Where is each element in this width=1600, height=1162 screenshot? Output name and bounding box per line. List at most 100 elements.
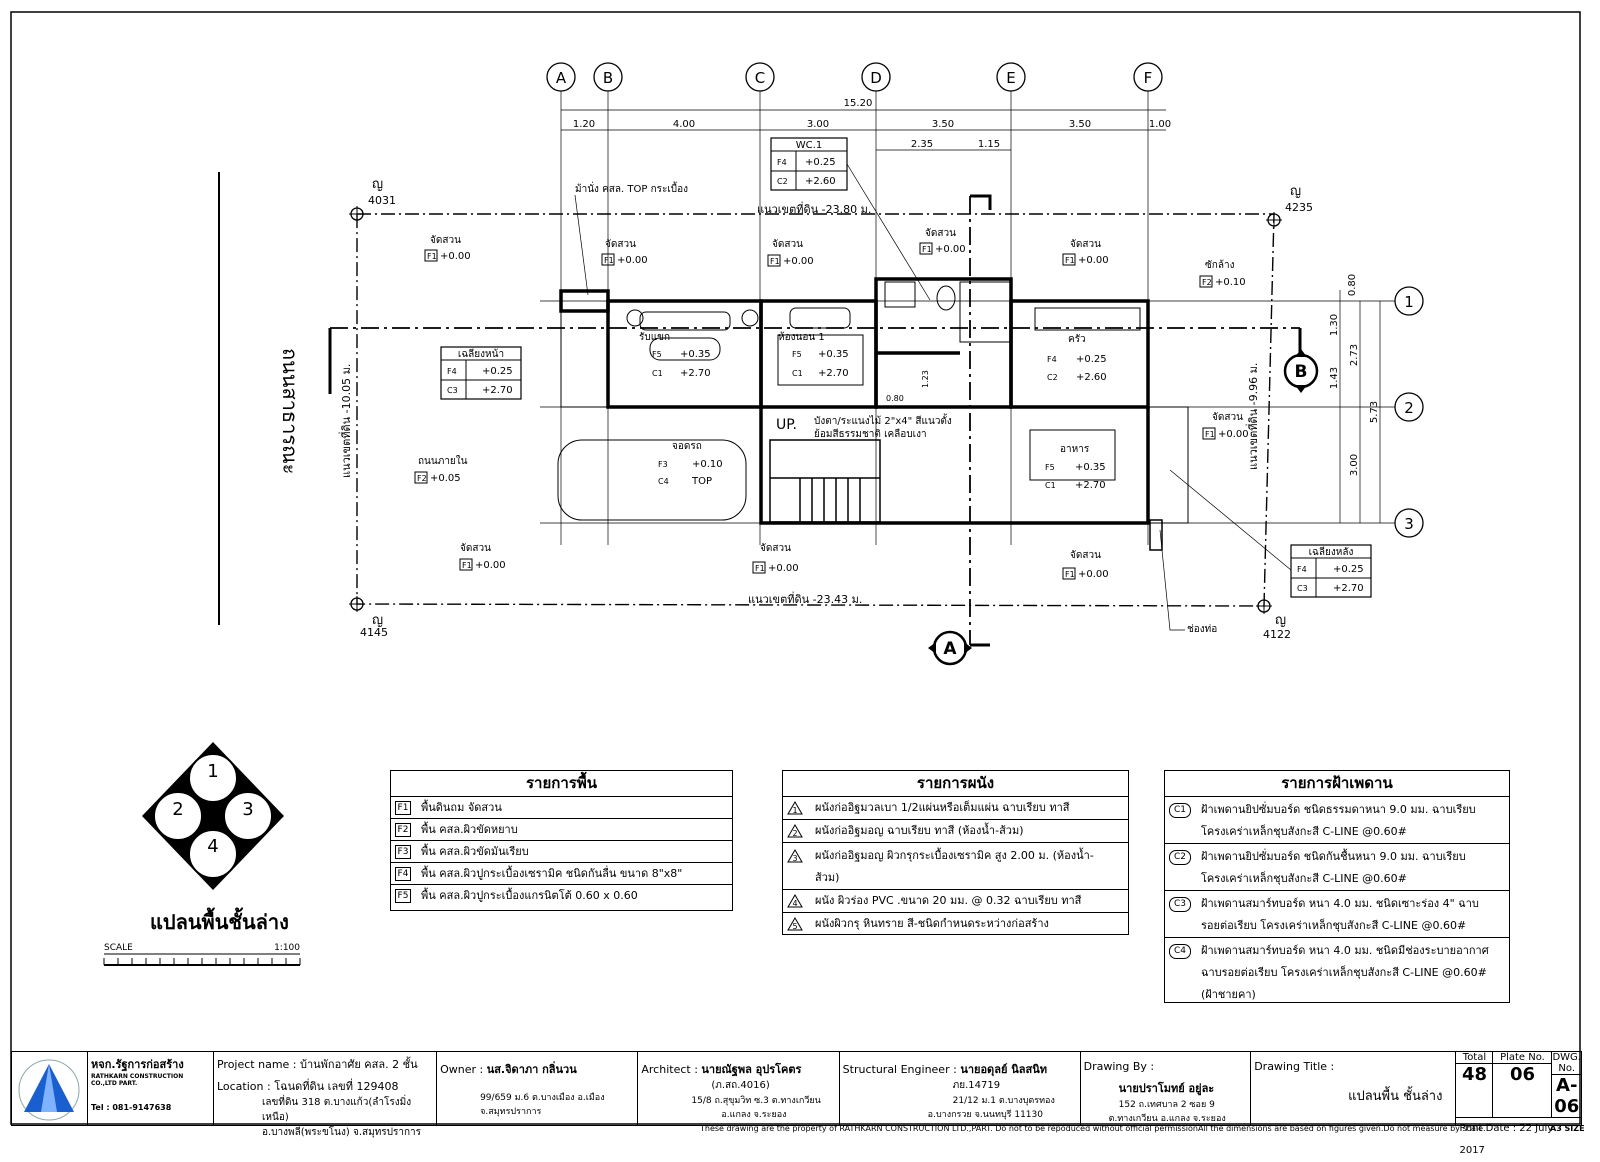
sofa-living (639, 311, 731, 331)
table-living (649, 337, 721, 361)
garden-v-6: +0.00 (475, 560, 506, 571)
floor-code: F4 (395, 866, 411, 881)
wall-schedule-row: 2 ผนังก่ออิฐมอญ ฉาบเรียบ ทาสี (ห้องน้ำ-ส้… (783, 820, 1128, 843)
owner-address-2: จ.สมุทรปราการ (480, 1107, 542, 1117)
kitchen-counter (1034, 307, 1141, 331)
dim-row-143: 1.43 (1329, 367, 1340, 389)
laundry-label: ซักล้าง (1205, 259, 1235, 271)
grid-column-lines (560, 91, 1149, 545)
front-terrace-f: F4 (447, 367, 457, 376)
drive-f: F2 (417, 474, 427, 483)
louver-note-1: บังตา/ระแนงไม้ 2"x4" สีแนวตั้ง (814, 413, 952, 427)
floor-code: F3 (395, 844, 411, 859)
legend-num-4: 4 (207, 836, 218, 857)
wall-code: 5 (792, 922, 797, 931)
marker-3-num: 4145 (360, 626, 388, 639)
floor-desc: พื้น คสล.ผิวขัดหยาบ (421, 822, 518, 836)
struct-license: ภย.14719 (952, 1080, 1001, 1091)
wall-type-icon: 4 (787, 894, 803, 908)
marker-1-num: 4031 (368, 194, 396, 207)
marker-2-num: 4235 (1285, 201, 1313, 214)
garden-f-5: F1 (1065, 256, 1075, 265)
project-label: Project name : (216, 1058, 297, 1071)
drawn-by-info: Drawing By : นายปราโมทย์ อยู่ละ 152 ถ.เท… (1081, 1052, 1252, 1125)
parking-fv: +0.10 (692, 459, 723, 470)
road-label: ถนนสาธารณะ (278, 348, 302, 474)
dining-table (1029, 429, 1116, 481)
bedroom-fv: +0.35 (818, 349, 849, 360)
boundary-right: แนวเขตที่ดิน -9.96 ม. (1245, 363, 1260, 470)
kitchen-f: F4 (1047, 355, 1057, 364)
dim-ab: 1.20 (573, 119, 595, 130)
sheet-numbers: Total 48 Plate No. 06 DWG. No. A-06 Prin… (1456, 1052, 1581, 1156)
duct-label: ช่องท่อ (1187, 624, 1217, 635)
wall-desc: ผนังก่ออิฐมอญ ฉาบเรียบ ทาสี (ห้องน้ำ-ส้ว… (815, 824, 1024, 837)
furniture (557, 281, 1141, 521)
garden-v-5: +0.00 (1078, 255, 1109, 266)
dim-row-080: 0.80 (1347, 274, 1358, 296)
front-terrace-tag: เฉลียงหน้า F4 +0.25 C3 +2.70 (440, 346, 522, 400)
section-b-label: B (1295, 362, 1308, 382)
wall-type-icon: 5 (787, 917, 803, 931)
ceiling-code: C2 (1169, 850, 1191, 865)
kitchen-fv: +0.25 (1076, 354, 1107, 365)
dim-ef: 3.50 (1069, 119, 1091, 130)
garden-label-2: จัดสวน (605, 239, 636, 250)
garden-label-7: จัดสวน (760, 543, 791, 554)
bed (777, 334, 864, 386)
parking-title: จอดรถ (672, 441, 702, 452)
scale-label: SCALE (104, 943, 133, 953)
company-info: หจก.รัฐการก่อสร้าง RATHKARN CONSTRUCTION… (88, 1052, 214, 1125)
legend-num-2: 2 (172, 799, 183, 820)
boundary-top: แนวเขตที่ดิน -23.80 ม. (757, 201, 871, 216)
structural-info: Structural Engineer : นายอดุลย์ นิลสนิท … (840, 1052, 1081, 1125)
architect-license: (ภ.สถ.4016) (711, 1080, 770, 1091)
sheet-border (10, 11, 1581, 1125)
parking-c: C4 (658, 477, 669, 486)
company-logo (12, 1052, 88, 1125)
drawing-title-label: Drawing Title : (1254, 1060, 1335, 1073)
grid-rows: 1 2 3 (1394, 286, 1424, 538)
rear-terrace-fv: +0.25 (1333, 564, 1364, 575)
struct-address-1: 21/12 ม.1 ต.บางบุตรทอง (952, 1096, 1055, 1106)
grid-label-c: C (755, 69, 765, 87)
plate-label: Plate No. (1493, 1052, 1552, 1064)
dim-sub-2: 1.15 (978, 139, 1000, 150)
boundary-bottom: แนวเขตที่ดิน -23.43 ม. (748, 591, 862, 606)
living-fv: +0.35 (680, 349, 711, 360)
drawing-title-info: Drawing Title : แปลนพื้น ชั้นล่าง (1251, 1052, 1457, 1125)
section-lines (328, 194, 1302, 647)
garden-v-8: +0.00 (1078, 569, 1109, 580)
drive-v: +0.05 (430, 473, 461, 484)
dining-fv: +0.35 (1075, 462, 1106, 473)
wall-code: 2 (792, 829, 797, 838)
garden-v-3: +0.00 (783, 256, 814, 267)
parking-cv: TOP (691, 476, 712, 487)
garden-v-1: +0.00 (440, 251, 471, 262)
wc-toilet (936, 285, 956, 311)
location-line-3: อ.บางพลี(พระขโนง) จ.สมุทรปราการ (261, 1127, 422, 1138)
laundry-f: F2 (1202, 278, 1212, 287)
company-logo-icon (18, 1059, 80, 1121)
leader-lines (574, 163, 1292, 631)
dim-bc: 4.00 (673, 119, 695, 130)
bedroom-cv: +2.70 (818, 368, 849, 379)
company-name: หจก.รัฐการก่อสร้าง (91, 1058, 184, 1071)
garden-v-9: +0.00 (1218, 429, 1249, 440)
parking-f: F3 (658, 460, 668, 469)
dim-row-273: 2.73 (1349, 344, 1360, 366)
ceiling-code: C1 (1169, 803, 1191, 818)
scale-bar: SCALE 1:100 (103, 943, 301, 966)
room-labels: ม้านั่ง คสล. TOP กระเบื้อง จัดสวน F1 +0.… (414, 181, 1249, 635)
lamp-living (626, 309, 644, 327)
living-title: รับแขก (639, 332, 670, 343)
ceiling-desc: ฝ้าเพดานยิปซั่มบอร์ด ชนิดกันชื้นหนา 9.0 … (1201, 850, 1466, 885)
scale-value: 1:100 (274, 943, 300, 953)
garden-label-6: จัดสวน (460, 543, 491, 554)
kitchen-title: ครัว (1068, 334, 1086, 345)
